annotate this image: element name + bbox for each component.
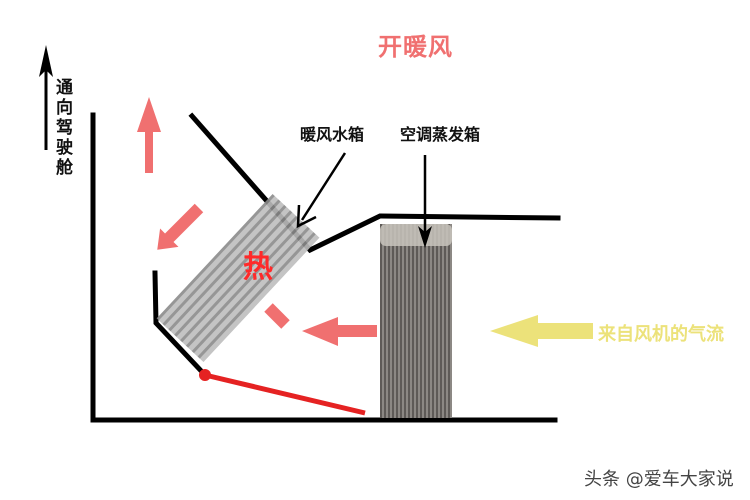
warm-air-arrows [137,97,377,346]
duct-walls [90,112,561,423]
heater-core [156,194,320,362]
diagram-title: 开暖风 [378,33,453,61]
heater-label-pointer [296,152,347,229]
blend-door [199,369,366,416]
heater-core-label: 暖风水箱 [300,125,365,144]
to-cabin-arrow [39,45,53,150]
to-cabin-label: 通向驾驶舱 [56,78,73,178]
watermark: 头条 @爱车大家说 [584,469,734,490]
fan-airflow-arrow [490,315,593,347]
evaporator-label: 空调蒸发箱 [400,125,481,144]
fan-airflow-label: 来自风机的气流 [598,324,724,345]
heat-label: 热 [243,250,273,285]
evaporator-core [380,224,452,418]
evaporator-label-pointer [418,155,432,248]
